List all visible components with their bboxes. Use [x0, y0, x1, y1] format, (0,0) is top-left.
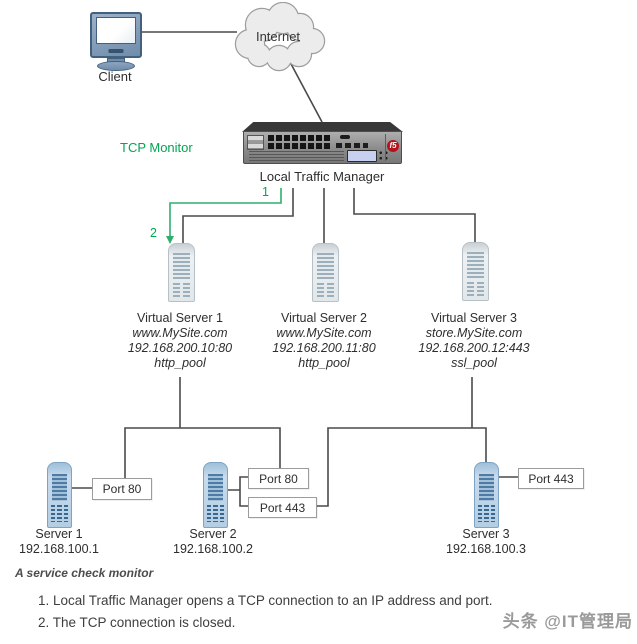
appliance-vents: [249, 151, 344, 161]
vs-pool: http_pool: [298, 356, 350, 370]
virtual-server-2-icon: [312, 243, 339, 302]
server-slots: [478, 505, 495, 522]
server-1-icon: [47, 462, 72, 528]
appliance-front-panel: f5: [243, 131, 402, 164]
server-name: Server 2: [189, 527, 237, 541]
monitor-arrow-icon: [166, 236, 174, 244]
server-3-icon: [474, 462, 499, 528]
monitor-probe-line: [169, 188, 282, 236]
vs-pool: http_pool: [154, 356, 206, 370]
port-80-box-server1: Port 80: [92, 478, 152, 500]
virtual-server-3-icon: [462, 242, 489, 301]
internet-label: Internet: [255, 29, 301, 44]
appliance-lcd: [347, 150, 377, 162]
server-ip: 192.168.100.1: [19, 542, 99, 556]
server-2-icon: [203, 462, 228, 528]
server-ip: 192.168.100.2: [173, 542, 253, 556]
caption-step-2: 2. The TCP connection is closed.: [38, 615, 236, 630]
link-ltm-vs1: [182, 188, 294, 244]
vs-domain: www.MySite.com: [276, 326, 372, 340]
server-grille: [479, 474, 494, 501]
appliance-divider: [385, 134, 386, 161]
appliance-buttons: [247, 135, 264, 150]
link-ltm-vs3: [353, 188, 476, 243]
vs-address: 192.168.200.10:80: [127, 341, 233, 355]
server-grille: [52, 474, 67, 501]
server-slots: [467, 282, 484, 296]
server-slots: [207, 505, 224, 522]
monitor-base: [97, 61, 135, 71]
step-marker-2: 2: [150, 226, 157, 240]
tcp-monitor-label: TCP Monitor: [120, 140, 193, 155]
server-grille: [173, 253, 190, 279]
server-grille: [208, 474, 223, 501]
port-443-box-server2: Port 443: [248, 497, 317, 518]
vs-domain: www.MySite.com: [132, 326, 228, 340]
step-marker-1: 1: [262, 185, 269, 199]
appliance-slots: [336, 143, 368, 148]
ltm-label: Local Traffic Manager: [259, 169, 385, 184]
server-slots: [317, 283, 334, 297]
monitor-buttons: [108, 49, 124, 53]
virtual-server-2-label: Virtual Server 2 www.MySite.com 192.168.…: [239, 311, 409, 371]
internet-cloud-icon: [234, 2, 326, 72]
ethernet-ports-row: [268, 135, 332, 141]
server-grille: [317, 253, 334, 279]
server-name: Server 3: [462, 527, 510, 541]
local-traffic-manager-icon: f5: [242, 122, 403, 164]
server-name: Server 1: [35, 527, 83, 541]
vs-pool: ssl_pool: [451, 356, 497, 370]
f5-logo-icon: f5: [387, 140, 399, 152]
httppool-bus: [124, 427, 281, 478]
vs-address: 192.168.200.11:80: [272, 341, 376, 355]
port-80-box-server2: Port 80: [248, 468, 309, 489]
appliance-port: [340, 135, 350, 139]
vs-domain: store.MySite.com: [425, 326, 523, 340]
client-label: Client: [98, 69, 132, 84]
virtual-server-3-label: Virtual Server 3 store.MySite.com 192.16…: [389, 311, 559, 371]
server-grille: [467, 252, 484, 278]
server-ip: 192.168.100.3: [446, 542, 526, 556]
link-server2-ports: [226, 476, 248, 507]
server-slots: [173, 283, 190, 297]
server-3-label: Server 3 192.168.100.3: [421, 527, 551, 557]
virtual-server-1-icon: [168, 243, 195, 302]
port-443-box-server3: Port 443: [518, 468, 584, 489]
appliance-top-panel: [242, 122, 403, 132]
server-slots: [51, 505, 68, 522]
appliance-lcd-buttons: [378, 150, 389, 161]
server-2-label: Server 2 192.168.100.2: [148, 527, 278, 557]
virtual-server-1-label: Virtual Server 1 www.MySite.com 192.168.…: [95, 311, 265, 371]
vs-name: Virtual Server 1: [137, 311, 223, 325]
caption-title: A service check monitor: [15, 566, 154, 580]
watermark: 头条 @IT管理局: [502, 612, 633, 631]
vs-address: 192.168.200.12:443: [418, 341, 530, 355]
client-computer-icon: [90, 12, 142, 58]
ethernet-ports-row: [268, 143, 332, 149]
vs-name: Virtual Server 3: [431, 311, 517, 325]
link-internet-ltm: [289, 61, 323, 123]
caption-step-1: 1. Local Traffic Manager opens a TCP con…: [38, 593, 493, 608]
sslpool-bus: [315, 427, 487, 507]
server-1-label: Server 1 192.168.100.1: [0, 527, 124, 557]
monitor-screen: [96, 17, 136, 44]
vs-name: Virtual Server 2: [281, 311, 367, 325]
